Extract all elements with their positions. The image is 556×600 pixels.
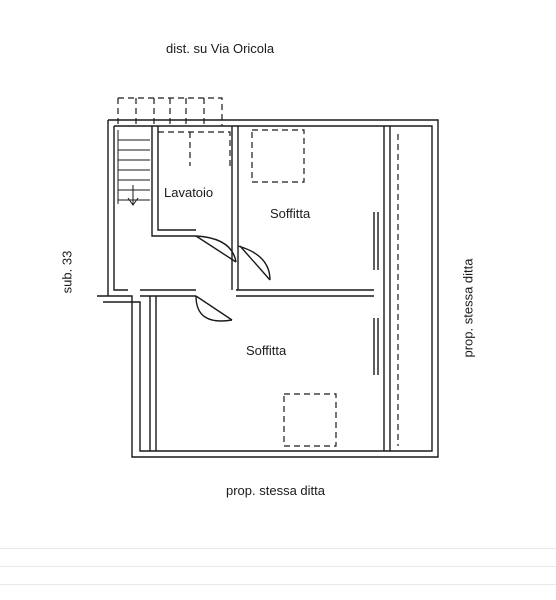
room-label-soffitta-lower: Soffitta [246,343,287,358]
scan-artifact-line [0,566,556,567]
skylight-lower [283,393,337,447]
outer-wall [97,119,439,458]
label-top: dist. su Via Oricola [166,41,275,56]
stair-above [135,98,205,126]
room-label-soffitta-upper: Soffitta [270,206,311,221]
label-right: prop. stessa ditta [460,258,476,358]
lavatoio-wall [151,126,196,237]
lavatoio-wall-inner [157,126,196,231]
outer-wall-inner [103,125,433,452]
door-swing [195,235,237,263]
stair [117,130,150,206]
skylight-lavatoio [158,131,231,166]
stair-wall-inner [113,126,128,291]
label-left: sub. 33 [59,250,75,294]
door-swing [239,245,271,281]
door-arc [195,235,237,263]
scan-artifact-line [0,584,556,585]
stair-above [118,97,223,126]
label-bottom: prop. stessa ditta [226,483,325,498]
skylight-upper [251,129,305,183]
scan-artifact-line [0,548,556,549]
door-arc [195,295,233,322]
room-label-lavatoio: Lavatoio [164,185,214,200]
door-arc [237,245,271,281]
door-swing [195,295,233,321]
